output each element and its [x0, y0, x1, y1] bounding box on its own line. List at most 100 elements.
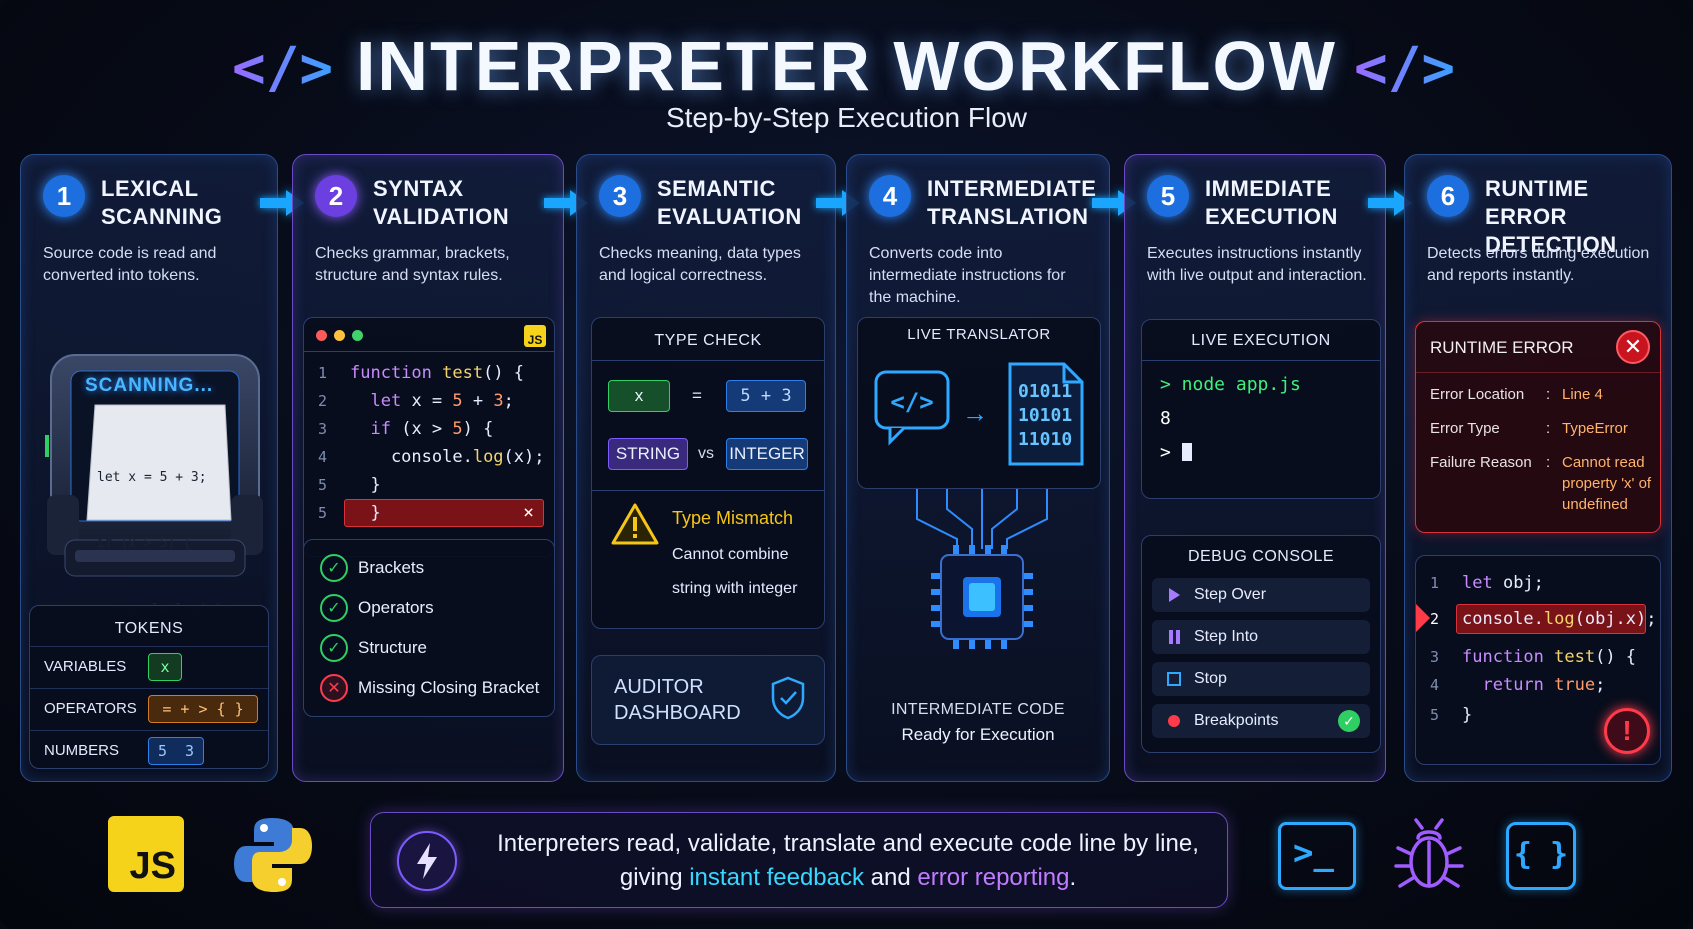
check-icon: ✓ [320, 554, 348, 582]
code-editor-panel: JS 1 function test() { 2 let x = 5 + 3; … [303, 317, 555, 557]
warning-icon [611, 503, 659, 545]
intermediate-caption: INTERMEDIATE CODE [891, 701, 1065, 718]
stop-icon [1167, 672, 1181, 686]
terminal-icon: >_ [1278, 822, 1356, 890]
close-dot-icon[interactable] [316, 330, 327, 341]
step-over-button[interactable]: Step Over [1152, 578, 1370, 612]
warning-line: Cannot combine [672, 546, 789, 563]
flow-arrow-icon [1368, 190, 1412, 216]
terminal-output: 8 [1160, 408, 1171, 429]
pause-icon [1169, 630, 1180, 644]
flow-arrow-icon [1092, 190, 1136, 216]
token-row: VARIABLES x [30, 646, 268, 686]
summary-text: Interpreters read, validate, translate a… [497, 830, 1199, 891]
terminal-prompt: > [1160, 442, 1192, 463]
arrow-right-icon: → [962, 398, 988, 428]
code-bubble-icon: </> [874, 370, 950, 446]
code-line: 4 console.log(x); [318, 447, 545, 467]
flow-arrow-icon [260, 190, 304, 216]
runtime-error-panel: RUNTIME ERROR ✕ Error Location : Line 4 … [1415, 321, 1661, 533]
vs-label: vs [698, 445, 714, 462]
python-logo [234, 818, 312, 892]
code-line: 2 let x = 5 + 3; [318, 391, 514, 411]
breakpoints-button[interactable]: Breakpoints ✓ [1152, 704, 1370, 738]
warning-line: string with integer [672, 580, 798, 597]
type-chip-integer: INTEGER [726, 438, 808, 470]
intermediate-caption-sub: Ready for Execution [901, 725, 1055, 744]
maximize-dot-icon[interactable] [352, 330, 363, 341]
summary-banner: Interpreters read, validate, translate a… [370, 812, 1228, 908]
step-number: 2 [315, 175, 357, 217]
tokens-panel: TOKENS VARIABLES x OPERATORS = + > { } N… [29, 605, 269, 769]
token-row: NUMBERS 5 3 [30, 730, 268, 770]
step-description: Checks meaning, data types and logical c… [599, 245, 801, 284]
code-line: 5 } [1430, 705, 1473, 725]
shield-check-icon [771, 676, 805, 720]
step-description: Checks grammar, brackets, structure and … [315, 245, 510, 284]
check-icon: ✓ [320, 634, 348, 662]
equals-sign: = [692, 386, 702, 405]
code-line: 3 function test() { [1430, 647, 1637, 667]
step-description: Source code is read and converted into t… [43, 245, 217, 284]
error-value: Cannot read property 'x' of undefined [1562, 454, 1652, 513]
error-key: Error Location [1430, 386, 1525, 403]
close-icon[interactable]: ✕ [1616, 330, 1650, 364]
code-line-error: 2 console.log(obj.x); [1416, 604, 1660, 634]
editor-titlebar: JS [304, 318, 554, 352]
code-tag-icon-right: </> [1354, 36, 1456, 101]
step-number: 6 [1427, 175, 1469, 217]
debug-console-panel: DEBUG CONSOLE Step Over Step Into Stop B… [1141, 535, 1381, 753]
translator-title: LIVE TRANSLATOR [907, 326, 1051, 343]
tokens-title: TOKENS [114, 620, 184, 637]
type-chip-string: STRING [608, 438, 688, 470]
page-subtitle: Step-by-Step Execution Flow [665, 102, 1028, 133]
cpu-chip-icon [916, 489, 1048, 649]
binary-file-icon [1008, 362, 1084, 466]
code-line: 1 let obj; [1430, 573, 1544, 593]
runtime-code-panel: 1 let obj; 2 console.log(obj.x); 3 funct… [1415, 555, 1661, 765]
scanner-status: SCANNING... [85, 375, 214, 396]
error-x-icon: × [523, 502, 534, 523]
check-icon: ✓ [320, 594, 348, 622]
error-key: Error Type [1430, 420, 1500, 437]
page-title: INTERPRETER WORKFLOW [355, 27, 1338, 105]
value-chip: 5 + 3 [726, 380, 806, 412]
error-pointer-icon [1416, 604, 1430, 632]
error-key: Failure Reason [1430, 454, 1532, 471]
code-line: 5 } [318, 475, 381, 495]
step-description: Detects errors during execution and repo… [1427, 245, 1650, 284]
lightning-icon [397, 831, 457, 891]
check-icon: ✓ [1338, 710, 1360, 732]
step-number: 5 [1147, 175, 1189, 217]
warning-title: Type Mismatch [672, 508, 794, 528]
code-line: 1 function test() { [318, 363, 525, 383]
token-row: OPERATORS = + > { } [30, 688, 268, 728]
step-description: Executes instructions instantly with liv… [1147, 245, 1367, 284]
syntax-checks-panel: ✓Brackets ✓Operators ✓Structure ✕Missing… [303, 539, 555, 717]
live-execution-terminal[interactable]: LIVE EXECUTION > node app.js 8 > [1141, 319, 1381, 499]
bug-icon [1394, 818, 1464, 888]
alert-icon: ! [1604, 708, 1650, 754]
terminal-command: > node app.js [1160, 374, 1301, 395]
svg-text:</>: </> [890, 388, 933, 416]
step-into-button[interactable]: Step Into [1152, 620, 1370, 654]
terminal-title: LIVE EXECUTION [1191, 332, 1331, 349]
error-value: Line 4 [1562, 386, 1603, 403]
stop-button[interactable]: Stop [1152, 662, 1370, 696]
error-x-icon: ✕ [320, 674, 348, 702]
javascript-logo: JS [108, 816, 184, 892]
minimize-dot-icon[interactable] [334, 330, 345, 341]
binary-code: 01011 10101 11010 [1018, 381, 1073, 450]
breakpoint-dot-icon [1168, 715, 1180, 727]
